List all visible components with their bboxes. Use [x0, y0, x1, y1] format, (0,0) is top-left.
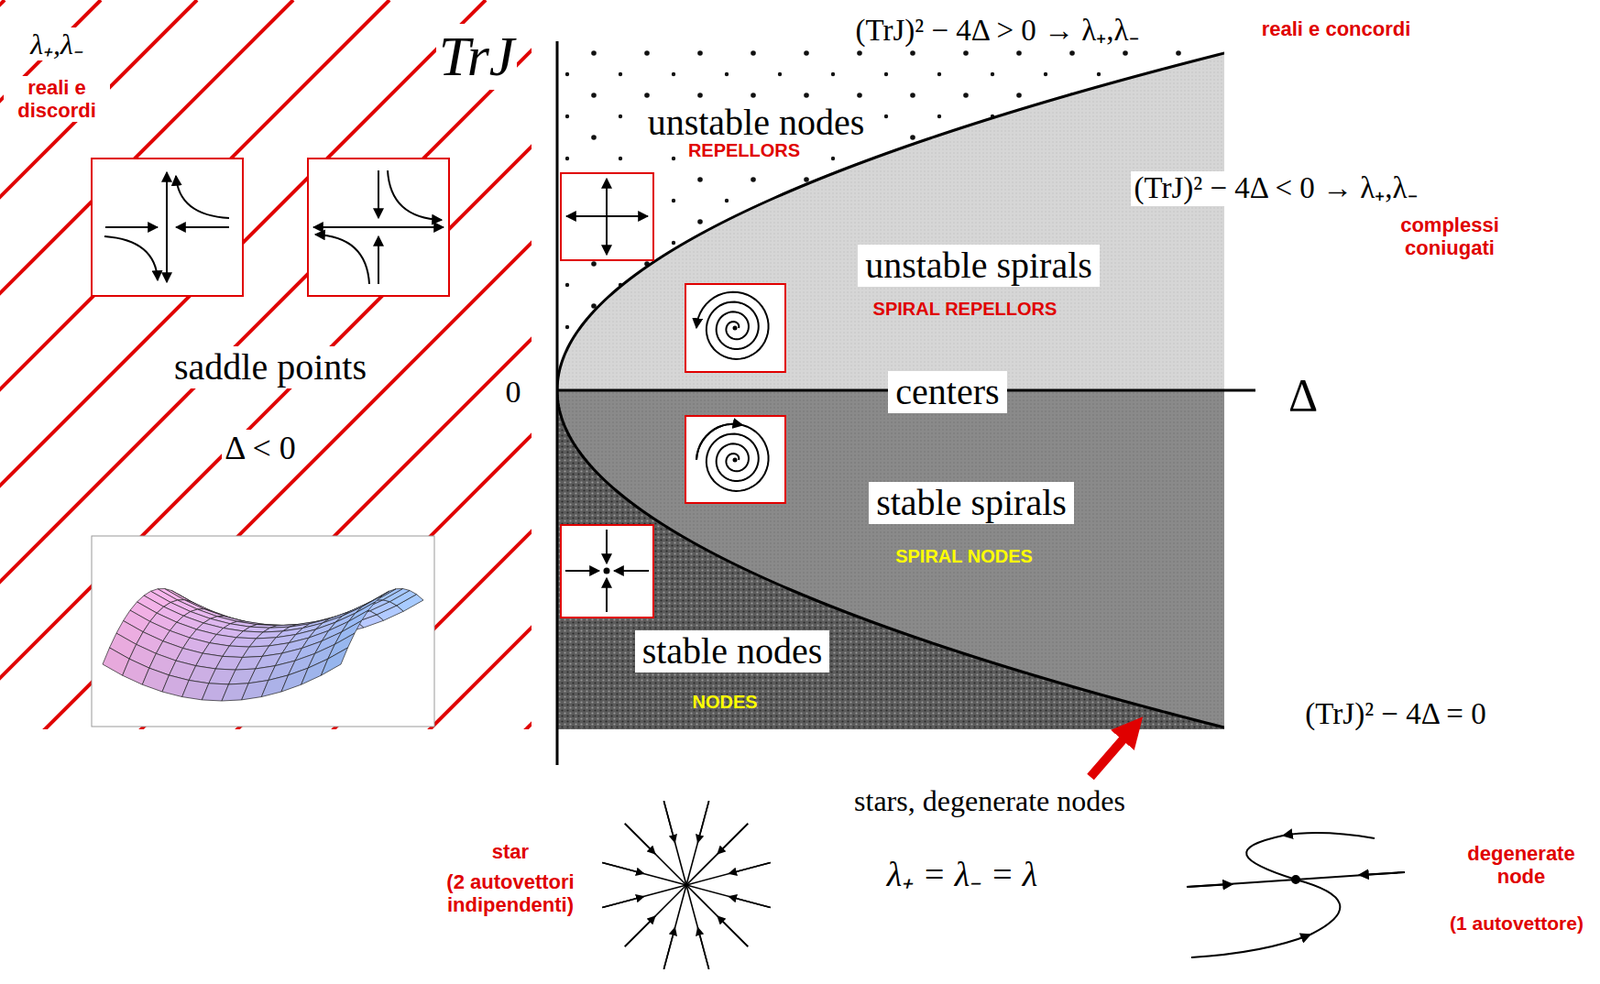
spiral-center: [733, 326, 738, 331]
eigenvalue-label: λ₊,λ₋: [27, 27, 87, 62]
star-ray: [686, 885, 748, 947]
region-label: unstable spirals: [865, 244, 1093, 287]
star-arrow: [624, 823, 656, 855]
yellow-note: SPIRAL NODES: [892, 546, 1036, 568]
stable-node-icon: [560, 525, 654, 618]
star-arrow: [717, 916, 748, 947]
region-label: centers: [895, 371, 999, 414]
region-label: stable spirals: [876, 482, 1067, 525]
region-label-box: unstable nodes: [640, 101, 873, 144]
star-arrow: [697, 800, 709, 843]
condition-label: Δ < 0: [221, 429, 298, 468]
star-node-figure: [602, 800, 771, 970]
region-label-box: stable spirals: [868, 482, 1074, 525]
star-ray: [686, 885, 710, 970]
hatch-line: [467, 0, 532, 730]
saddle-icon: [91, 158, 243, 296]
hatch-line: [0, 0, 486, 730]
star-arrow: [717, 823, 748, 855]
red-note: (1 autovettore): [1446, 912, 1587, 935]
stable-spiral-region: [557, 390, 1225, 730]
red-note: REPELLORS: [685, 140, 803, 162]
formula: λ₊ = λ₋ = λ: [884, 854, 1042, 896]
star-arrow: [663, 927, 675, 969]
red-note: reali e concordi: [1259, 17, 1414, 41]
yellow-note: NODES: [689, 691, 760, 713]
hatch-line: [0, 0, 532, 730]
star-arrow: [602, 896, 644, 908]
star-arrow: [624, 916, 656, 947]
red-note: degenerate node: [1454, 842, 1589, 889]
star-ray: [686, 800, 710, 886]
degenerate-node-figure: [1186, 832, 1405, 958]
hatch-line: [0, 0, 532, 730]
star-ray: [686, 862, 771, 886]
region-label: unstable nodes: [647, 101, 866, 144]
axis-label: TrJ: [436, 23, 518, 89]
red-note: (2 autovettori indipendenti): [429, 870, 592, 918]
unstable-spiral: [696, 292, 769, 360]
unstable-spiral-region: [557, 41, 1225, 391]
parabola-curve: [557, 41, 1225, 730]
star-ray: [624, 823, 687, 886]
region-label: stable nodes: [642, 630, 823, 673]
region-label: saddle points: [174, 346, 367, 389]
star-ray: [686, 823, 748, 886]
star-arrow: [728, 862, 770, 874]
star-arrow: [663, 800, 675, 843]
trace-axis: [556, 41, 559, 766]
caption-label: stars, degenerate nodes: [851, 784, 1129, 819]
red-note: reali e discordi: [3, 76, 110, 123]
formula: (TrJ)² − 4Δ = 0: [1302, 697, 1489, 733]
saddle-icon: [307, 158, 450, 296]
star-ray: [602, 862, 687, 886]
star-ray: [602, 885, 687, 909]
star-ray: [686, 885, 771, 909]
surface-facet: [320, 647, 348, 676]
region-label-box: stable nodes: [635, 630, 831, 673]
stable-spiral-head: [696, 424, 743, 461]
axis-label: Δ: [1285, 369, 1321, 423]
spiral-center: [733, 458, 738, 463]
saddle-surface: [102, 589, 424, 702]
formula: (TrJ)² − 4Δ > 0 → λ₊,λ₋: [852, 13, 1141, 49]
star-arrow: [697, 927, 709, 969]
surface-frame: [91, 536, 435, 727]
surface-facet: [375, 589, 403, 602]
region-label-box: unstable spirals: [857, 244, 1100, 287]
pointer-arrow: [1090, 728, 1133, 778]
star-ray: [624, 885, 687, 947]
surface-facet: [355, 595, 383, 614]
saddle-hatching: [0, 0, 532, 730]
red-note: SPIRAL REPELLORS: [870, 298, 1061, 320]
spiral-icon-box: [685, 416, 786, 504]
star-ray: [663, 800, 687, 886]
spiral-icon-box: [685, 284, 786, 373]
red-note: complessi coniugati: [1378, 213, 1522, 261]
plot-regions: [557, 41, 1225, 730]
red-note: star: [489, 840, 532, 864]
formula: (TrJ)² − 4Δ < 0 → λ₊,λ₋: [1130, 171, 1420, 207]
stable-spiral: [696, 424, 769, 492]
star-arrow: [602, 862, 644, 874]
origin-label: 0: [503, 373, 525, 410]
hatch-line: [0, 0, 532, 730]
star-arrow: [728, 896, 770, 908]
unstable-node-icon: [560, 173, 654, 261]
spiral-icons: [696, 292, 769, 492]
region-label-box: centers: [887, 371, 1007, 414]
star-ray: [663, 885, 687, 970]
hatch-line: [82, 0, 532, 730]
region-label-box: saddle points: [166, 346, 374, 389]
